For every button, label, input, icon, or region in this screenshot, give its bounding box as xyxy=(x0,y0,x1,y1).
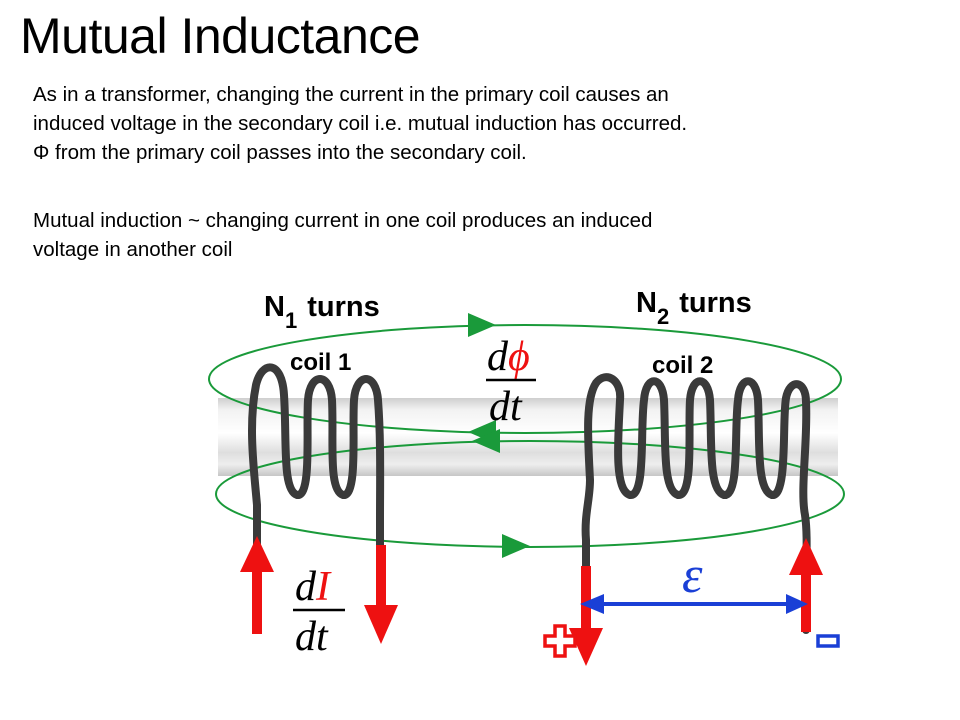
definition-line-1: Mutual induction ~ changing current in o… xyxy=(33,209,653,232)
current-out-shaft xyxy=(376,545,386,607)
flux-rate-fraction: dϕ dt xyxy=(486,334,536,430)
explanation-paragraph: As in a transformer, changing the curren… xyxy=(33,80,933,167)
flux-arrow-bottom xyxy=(502,534,530,558)
svg-text:dt: dt xyxy=(295,614,329,660)
definition-line-2: voltage in another coil xyxy=(33,238,233,261)
emf-plus-terminal-shaft xyxy=(581,566,591,632)
explanation-line-1: As in a transformer, changing the curren… xyxy=(33,83,669,106)
flux-arrow-mid-lower xyxy=(472,429,500,453)
coil-2-label: coil 2 xyxy=(652,352,713,379)
coil-1-label: coil 1 xyxy=(290,349,351,376)
flux-arrows xyxy=(468,313,530,558)
emf-arrow-left-icon xyxy=(580,594,604,614)
current-in-arrow-icon xyxy=(240,536,274,572)
page-title: Mutual Inductance xyxy=(20,8,421,64)
explanation-line-2: induced voltage in the secondary coil i.… xyxy=(33,112,688,135)
flux-loops xyxy=(208,324,845,548)
current-out-arrow-icon xyxy=(364,605,398,644)
current-rate-fraction: dI dt xyxy=(293,564,345,660)
emf-minus-terminal-shaft xyxy=(801,572,811,632)
coil-1 xyxy=(248,363,385,634)
svg-text:dt: dt xyxy=(489,384,523,430)
current-in-shaft xyxy=(252,568,262,634)
definition-paragraph: Mutual induction ~ changing current in o… xyxy=(33,206,933,264)
emf-symbol: ε xyxy=(682,547,703,604)
svg-text:dϕ: dϕ xyxy=(487,334,530,380)
flux-loop-lower xyxy=(215,440,845,548)
emf-terminal-up-arrow-icon xyxy=(789,538,823,575)
explanation-line-3: Φ from the primary coil passes into the … xyxy=(33,141,527,164)
coil-2 xyxy=(581,373,811,634)
current-arrows xyxy=(240,536,823,666)
svg-text:dI: dI xyxy=(295,564,332,610)
emf-double-arrow xyxy=(580,594,808,614)
flux-loop-upper xyxy=(208,324,842,434)
emf-arrow-right-icon xyxy=(786,594,808,614)
emf-terminal-down-arrow-icon xyxy=(569,628,603,666)
plus-icon xyxy=(543,624,577,658)
flux-arrow-top xyxy=(468,313,496,337)
minus-icon xyxy=(816,634,840,648)
